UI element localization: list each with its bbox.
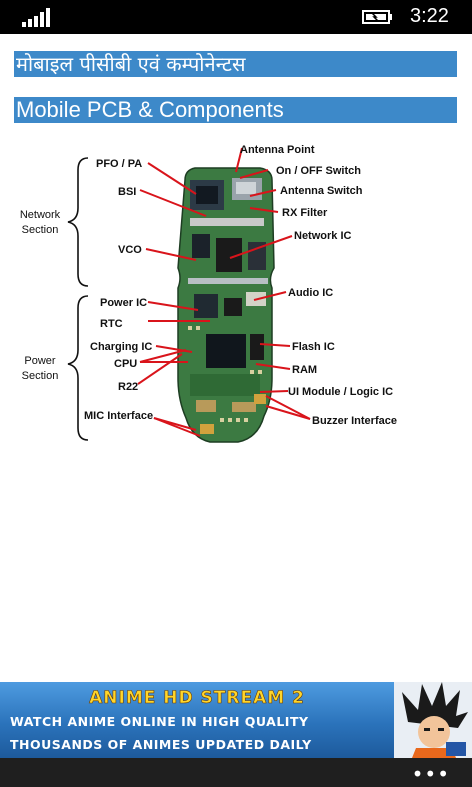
app-bar: ••• bbox=[0, 758, 472, 787]
clock: 3:22 bbox=[410, 5, 449, 27]
label-cpu: CPU bbox=[114, 358, 137, 370]
component-pointers bbox=[137, 147, 311, 437]
label-mic-interface: MIC Interface bbox=[84, 410, 153, 422]
pcb-diagram: Network Section Power Section bbox=[20, 144, 397, 443]
label-buzzer-interface: Buzzer Interface bbox=[312, 415, 397, 427]
label-antenna-switch: Antenna Switch bbox=[280, 185, 363, 197]
more-options-button[interactable]: ••• bbox=[411, 762, 450, 786]
battery-charging-icon bbox=[362, 10, 392, 24]
network-section-brace bbox=[67, 157, 89, 287]
english-heading: Mobile PCB & Components bbox=[14, 97, 457, 123]
ad-title: ANIME HD STREAM 2 bbox=[89, 688, 305, 709]
power-section-brace bbox=[67, 295, 89, 441]
anime-character-icon bbox=[394, 682, 472, 758]
pcb-board-image bbox=[177, 167, 275, 443]
power-section-label-1: Power bbox=[24, 355, 56, 367]
label-ui-module: UI Module / Logic IC bbox=[288, 386, 393, 398]
label-ram: RAM bbox=[292, 364, 317, 376]
ad-banner[interactable]: ANIME HD STREAM 2 WATCH ANIME ONLINE IN … bbox=[0, 682, 472, 758]
label-power-ic: Power IC bbox=[100, 297, 147, 309]
label-network-ic: Network IC bbox=[294, 230, 352, 242]
label-vco: VCO bbox=[118, 244, 142, 256]
label-rtc: RTC bbox=[100, 318, 123, 330]
label-flash-ic: Flash IC bbox=[292, 341, 335, 353]
hindi-heading: मोबाइल पीसीबी एवं कम्पोनेन्टस bbox=[14, 51, 457, 77]
label-on-off-switch: On / OFF Switch bbox=[276, 165, 361, 177]
network-section-label-1: Network bbox=[20, 209, 61, 221]
power-section-label-2: Section bbox=[22, 370, 59, 382]
label-bsi: BSI bbox=[118, 186, 136, 198]
ad-line-2: THOUSANDS OF ANIMES UPDATED DAILY bbox=[10, 737, 312, 752]
label-pfo-pa: PFO / PA bbox=[96, 158, 142, 170]
label-rx-filter: RX Filter bbox=[282, 207, 328, 219]
ad-line-1: WATCH ANIME ONLINE IN HIGH QUALITY bbox=[10, 714, 309, 729]
label-antenna-point: Antenna Point bbox=[240, 144, 315, 156]
network-section-label-2: Section bbox=[22, 224, 59, 236]
status-bar: 3:22 bbox=[0, 0, 472, 34]
label-r22: R22 bbox=[118, 381, 138, 393]
label-charging-ic: Charging IC bbox=[90, 341, 152, 353]
label-audio-ic: Audio IC bbox=[288, 287, 333, 299]
signal-strength-icon bbox=[22, 8, 50, 27]
